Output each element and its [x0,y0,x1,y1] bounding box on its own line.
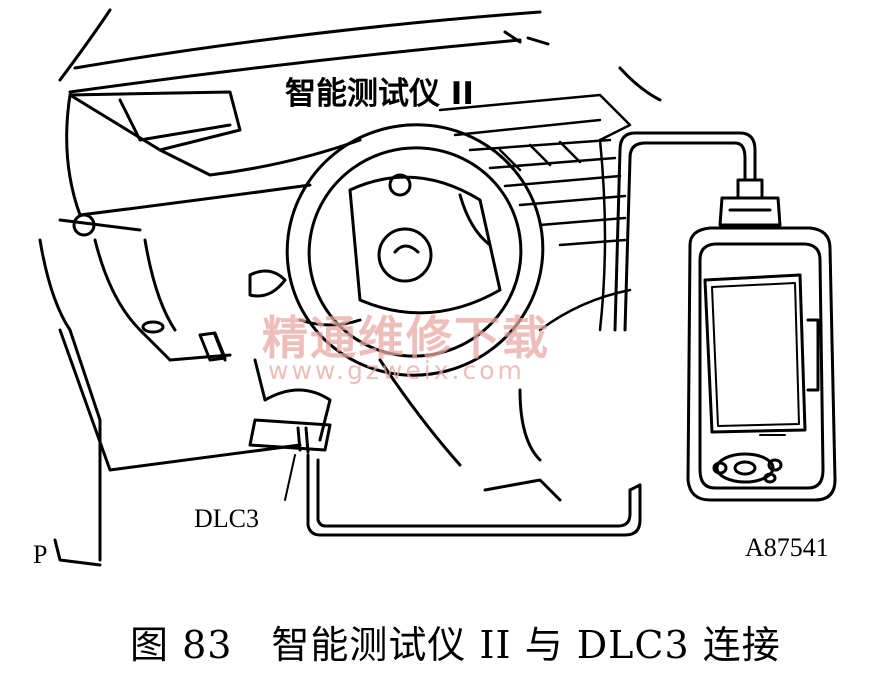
dlc3-connector [248,418,332,501]
corner-mark: P [33,540,48,569]
watermark-text: 精通维修下载 [262,311,550,365]
figure-id: A87541 [745,533,829,562]
upper-dashboard [58,90,362,237]
driver-area [248,269,562,502]
smart-tester-device [686,178,837,502]
left-panel [38,238,302,567]
tester-cable [306,131,757,537]
figure-caption: 图 83 智能测试仪 II 与 DLC3 连接 [130,623,781,667]
device-label: 智能测试仪 II [285,76,474,112]
watermark-url: www.gzweix.com [268,356,525,385]
steering-wheel [285,123,545,377]
windshield-lines [58,8,662,102]
connector-label: DLC3 [194,504,259,533]
